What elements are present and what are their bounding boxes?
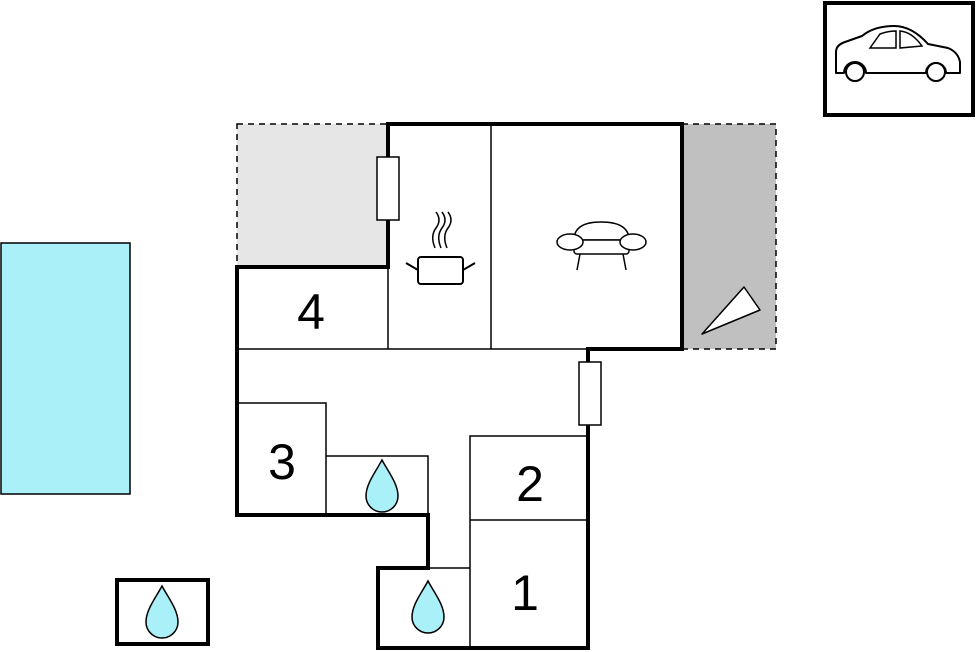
room-4-label: 4 bbox=[297, 284, 325, 340]
cooking-pot-icon bbox=[405, 211, 476, 285]
door-terrace bbox=[376, 156, 400, 221]
room-1-label: 1 bbox=[511, 565, 539, 621]
water-drop-icon bbox=[145, 584, 179, 639]
triangle-icon bbox=[701, 286, 761, 335]
room-2-label: 2 bbox=[516, 456, 544, 512]
sofa-icon bbox=[556, 221, 647, 271]
door-entrance bbox=[578, 361, 602, 426]
room-3-label: 3 bbox=[268, 434, 296, 490]
exterior-wall bbox=[235, 122, 684, 650]
water-drop-icon bbox=[365, 458, 399, 513]
water-drop-icon bbox=[411, 579, 445, 634]
terrace-left bbox=[236, 123, 389, 268]
car-icon bbox=[823, 1, 975, 117]
pool bbox=[0, 242, 131, 495]
